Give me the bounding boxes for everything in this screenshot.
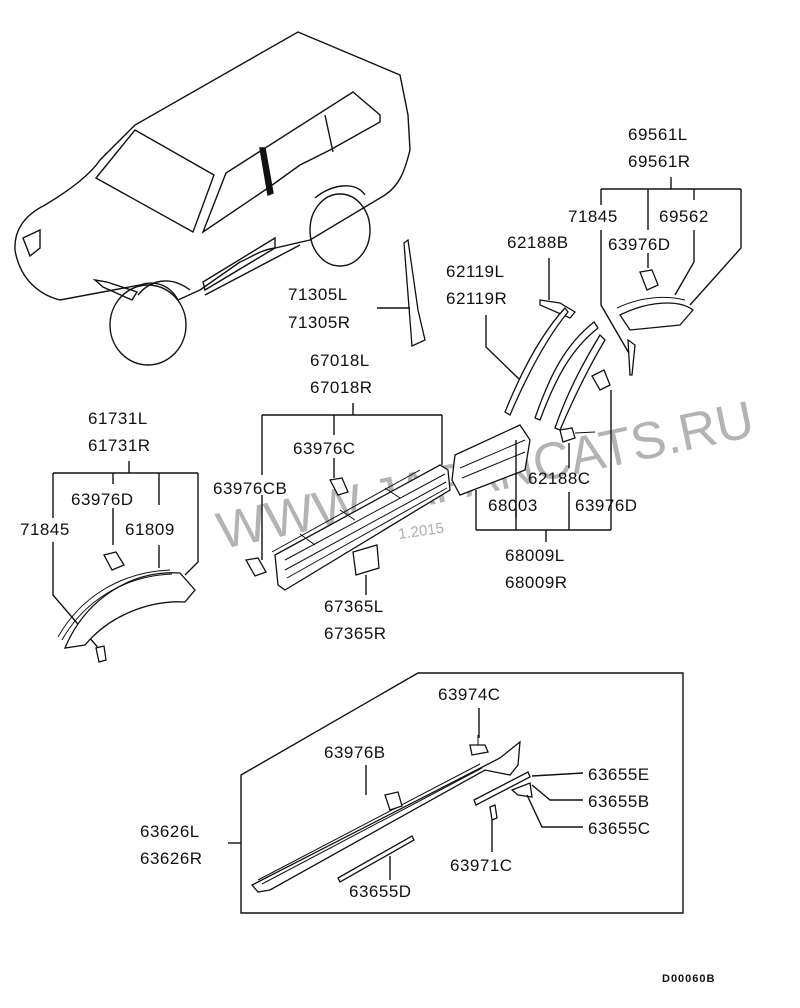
part-label-71845-rear[interactable]: 71845 <box>568 207 618 226</box>
part-label-69562[interactable]: 69562 <box>659 207 709 226</box>
part-label-63655D[interactable]: 63655D <box>349 882 412 901</box>
side-sill-part <box>250 735 533 893</box>
part-label-63626R[interactable]: 63626R <box>140 849 203 868</box>
part-label-71845-front[interactable]: 71845 <box>20 520 70 539</box>
part-label-63655B[interactable]: 63655B <box>588 792 650 811</box>
part-label-63976D-front[interactable]: 63976D <box>71 490 134 509</box>
part-label-62188B[interactable]: 62188B <box>507 233 569 252</box>
part-label-63626L[interactable]: 63626L <box>140 822 200 841</box>
part-label-68009R[interactable]: 68009R <box>505 573 568 592</box>
rear-upper-trim-part <box>504 299 611 431</box>
part-label-61809[interactable]: 61809 <box>125 520 175 539</box>
leader-lines-62119 <box>485 258 550 381</box>
vehicle-icon <box>14 31 411 366</box>
part-label-71305L[interactable]: 71305L <box>288 285 348 304</box>
part-label-61731L[interactable]: 61731L <box>88 409 148 428</box>
part-label-63655C[interactable]: 63655C <box>588 819 651 838</box>
side-sill-box <box>228 672 684 914</box>
part-label-63655E[interactable]: 63655E <box>588 765 650 784</box>
part-label-71305R[interactable]: 71305R <box>288 313 351 332</box>
watermark-date: 1.2015 <box>397 520 445 543</box>
leader-lines-67018 <box>261 403 443 560</box>
rear-flare-part <box>616 269 694 376</box>
door-moulding-part <box>244 464 451 591</box>
part-label-67018L[interactable]: 67018L <box>310 351 370 370</box>
part-label-63974C[interactable]: 63974C <box>438 685 501 704</box>
rear-door-moulding-part <box>451 424 596 496</box>
part-label-63976C[interactable]: 63976C <box>293 439 356 458</box>
part-label-63971C[interactable]: 63971C <box>450 856 513 875</box>
part-label-68003[interactable]: 68003 <box>488 496 538 515</box>
part-label-67018R[interactable]: 67018R <box>310 378 373 397</box>
part-label-62119R[interactable]: 62119R <box>446 289 507 308</box>
front-flare-part <box>57 551 196 663</box>
part-label-62188C[interactable]: 62188C <box>528 469 591 488</box>
diagram-code: D00060B <box>662 973 715 985</box>
part-label-62119L[interactable]: 62119L <box>446 262 504 281</box>
leader-lines-69561 <box>600 177 742 356</box>
part-label-69561L[interactable]: 69561L <box>628 125 688 144</box>
part-label-63976CB[interactable]: 63976CB <box>213 479 287 498</box>
part-label-63976D-door[interactable]: 63976D <box>575 496 638 515</box>
part-label-63976D-rear[interactable]: 63976D <box>608 235 671 254</box>
part-label-67365R[interactable]: 67365R <box>324 624 387 643</box>
pillar-trim-part <box>377 238 426 347</box>
leader-lines-63626 <box>365 708 584 880</box>
leader-lines-68009 <box>475 390 612 542</box>
part-label-69561R[interactable]: 69561R <box>628 152 691 171</box>
part-label-67365L[interactable]: 67365L <box>324 597 384 616</box>
part-label-61731R[interactable]: 61731R <box>88 436 151 455</box>
part-label-68009L[interactable]: 68009L <box>505 546 565 565</box>
part-label-63976B[interactable]: 63976B <box>324 743 386 762</box>
